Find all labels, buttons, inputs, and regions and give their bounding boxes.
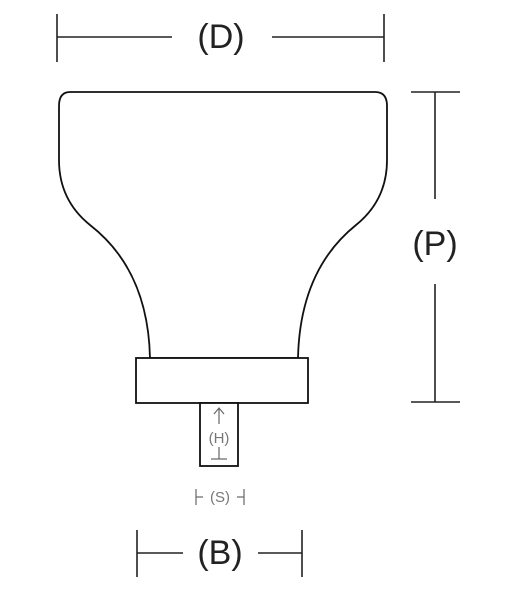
projection-label: (P) xyxy=(412,225,457,263)
diameter-dimension: (D) xyxy=(56,14,385,62)
shank-dimension: (S) xyxy=(195,489,245,506)
base-dimension: (B) xyxy=(136,530,303,577)
height-label: (H) xyxy=(209,430,230,447)
height-dimension: (H) xyxy=(209,407,230,460)
knob-collar xyxy=(135,357,309,404)
diameter-label: (D) xyxy=(197,18,244,56)
projection-dimension: (P) xyxy=(411,91,460,403)
base-label: (B) xyxy=(197,534,242,572)
height-arrow-head xyxy=(213,407,225,415)
shank-label: (S) xyxy=(210,489,230,506)
knob-head xyxy=(58,91,388,359)
